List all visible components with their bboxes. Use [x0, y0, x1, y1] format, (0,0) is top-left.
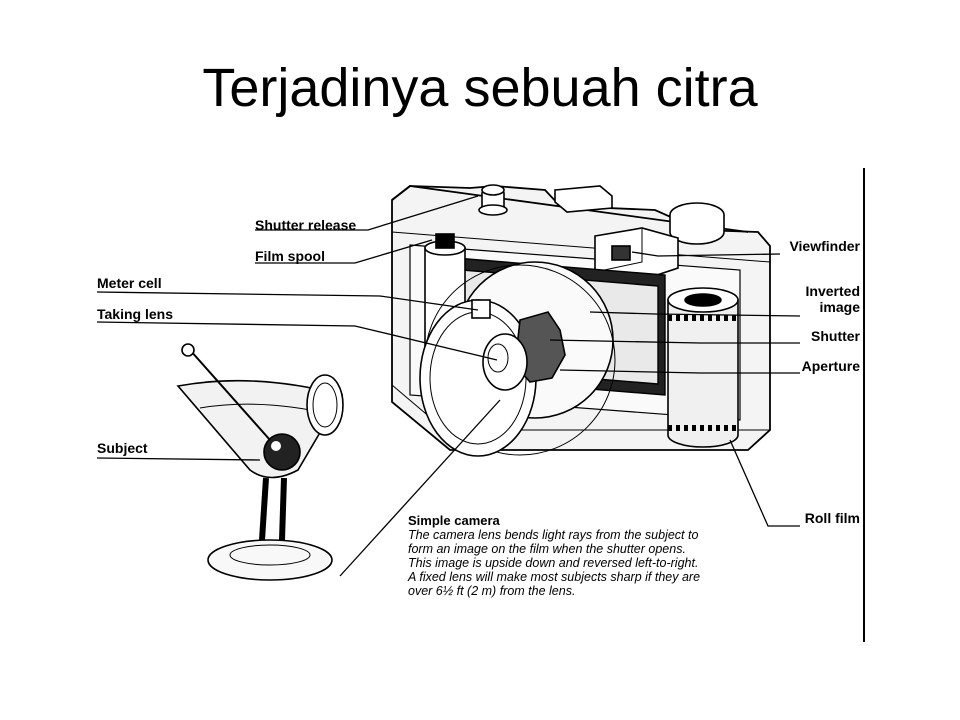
- caption-title: Simple camera: [408, 513, 500, 528]
- label-meter-cell: Meter cell: [97, 275, 162, 291]
- slide-title: Terjadinya sebuah citra: [202, 58, 758, 118]
- label-shutter: Shutter: [811, 328, 860, 344]
- viewfinder-housing: [594, 227, 679, 283]
- label-roll-film: Roll film: [804, 510, 860, 526]
- label-viewfinder: Viewfinder: [789, 238, 860, 254]
- label-subject: Subject: [97, 440, 148, 456]
- diagram-caption: Simple camera The camera lens bends ligh…: [408, 513, 708, 598]
- caption-body: The camera lens bends light rays from th…: [408, 528, 701, 598]
- lens-assembly: [419, 261, 616, 457]
- label-film-spool: Film spool: [255, 248, 325, 264]
- label-aperture: Aperture: [801, 358, 860, 374]
- leader-lines: [96, 195, 801, 577]
- label-shutter-release: Shutter release: [255, 217, 357, 233]
- subject-glass: [176, 343, 344, 581]
- roll-film-canister: [667, 287, 739, 448]
- shutter-release-button: [478, 184, 508, 216]
- label-taking-lens: Taking lens: [97, 306, 173, 322]
- label-inverted-image: Inverted image: [805, 283, 860, 315]
- accessory-shoe: [554, 185, 613, 213]
